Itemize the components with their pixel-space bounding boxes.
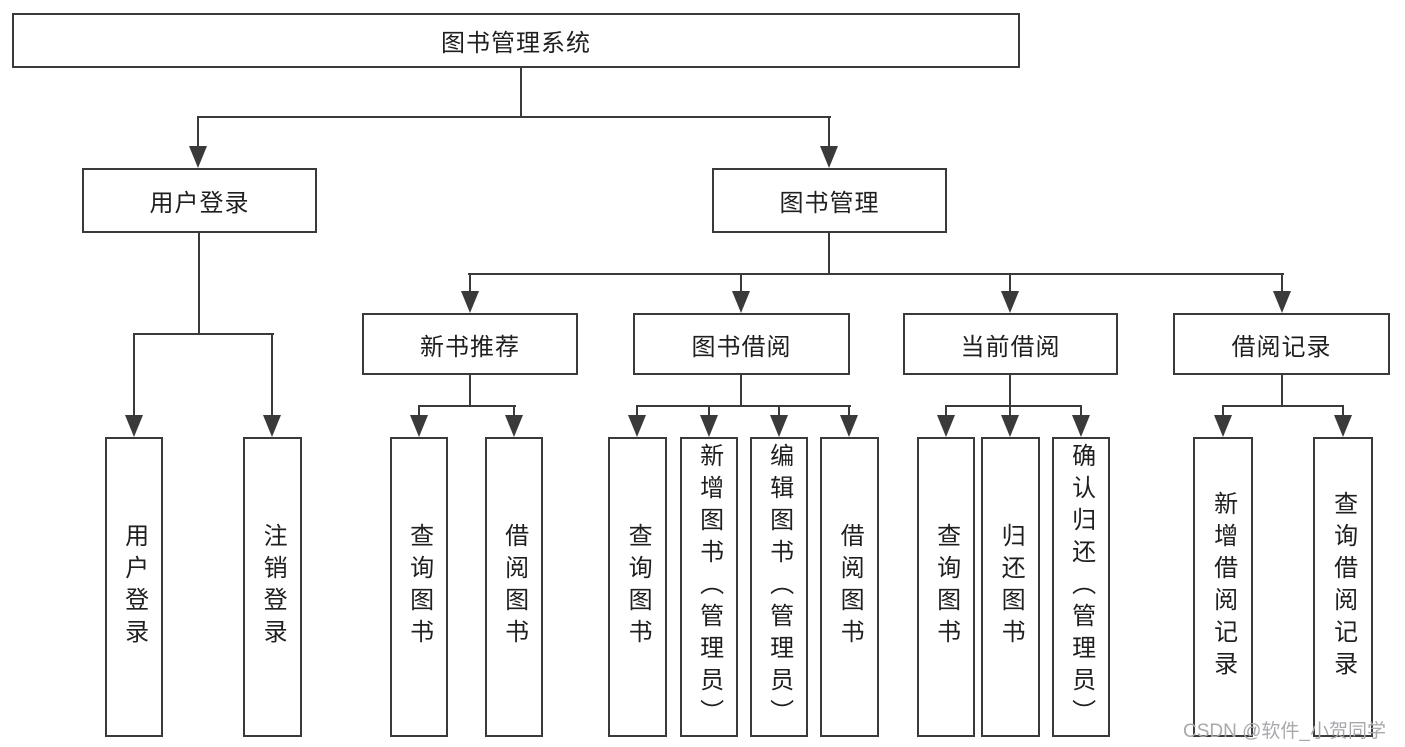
node-current-borrow: 当前借阅	[903, 313, 1118, 375]
arrowhead-icon	[410, 415, 428, 437]
arrowhead-icon	[1072, 415, 1090, 437]
node-label: 编辑图书（管理员）	[765, 443, 793, 731]
arrowhead-icon	[937, 415, 955, 437]
node-label: 查询图书	[624, 523, 652, 651]
connector-stem	[1342, 405, 1344, 419]
leaf-edit-books-admin: 编辑图书（管理员）	[750, 437, 808, 737]
node-label: 查询图书	[405, 523, 433, 651]
connector-hbar	[636, 405, 851, 407]
connector-stem	[778, 405, 780, 419]
arrowhead-icon	[1214, 415, 1232, 437]
node-book-borrow: 图书借阅	[633, 313, 850, 375]
connector-stem	[198, 233, 200, 335]
connector-stem	[828, 233, 830, 275]
leaf-query-books-borrow: 查询图书	[608, 437, 667, 737]
node-label: 查询借阅记录	[1329, 491, 1357, 683]
arrowhead-icon	[840, 415, 858, 437]
leaf-add-books-admin: 新增图书（管理员）	[680, 437, 738, 737]
node-borrow-records: 借阅记录	[1173, 313, 1390, 375]
node-label: 查询图书	[932, 523, 960, 651]
arrowhead-icon	[461, 291, 479, 313]
leaf-borrow-books-recommend: 借阅图书	[485, 437, 543, 737]
node-new-book-recommend: 新书推荐	[362, 313, 578, 375]
csdn-watermark: CSDN @软件_小贺同学	[1183, 721, 1386, 742]
connector-stem	[1009, 405, 1011, 419]
connector-stem	[1281, 273, 1283, 293]
node-label: 借阅图书	[500, 523, 528, 651]
arrowhead-icon	[820, 146, 838, 168]
connector-hbar	[1222, 405, 1344, 407]
connector-stem	[1222, 405, 1224, 419]
arrowhead-icon	[1001, 291, 1019, 313]
connector-stem	[1009, 273, 1011, 293]
arrowhead-icon	[1001, 415, 1019, 437]
leaf-borrow-books: 借阅图书	[820, 437, 879, 737]
leaf-query-borrow-record: 查询借阅记录	[1313, 437, 1373, 737]
arrowhead-icon	[1334, 415, 1352, 437]
connector-root-hbar	[197, 116, 831, 118]
connector-stem	[945, 405, 947, 419]
connector-stem	[133, 333, 135, 418]
connector-stem	[636, 405, 638, 419]
connector-stem	[1080, 405, 1082, 419]
arrowhead-icon	[1273, 291, 1291, 313]
node-label: 用户登录	[120, 523, 148, 651]
connector-stem	[418, 405, 420, 419]
connector-stem	[708, 405, 710, 419]
connector-book-mgmt-stem	[828, 116, 830, 148]
node-label: 图书借阅	[691, 333, 792, 361]
node-book-management: 图书管理	[712, 168, 947, 233]
arrowhead-icon	[125, 415, 143, 437]
node-label: 新书推荐	[420, 333, 520, 361]
connector-user-login-stem	[197, 116, 199, 148]
node-label: 新增借阅记录	[1209, 491, 1237, 683]
connector-stem	[271, 333, 273, 418]
connector-stem	[740, 375, 742, 407]
node-label: 用户登录	[149, 190, 250, 217]
node-label: 图书管理系统	[441, 30, 591, 57]
node-library-management-system: 图书管理系统	[12, 13, 1020, 68]
connector-root-stem	[520, 68, 522, 118]
connector-stem	[848, 405, 850, 419]
arrowhead-icon	[732, 291, 750, 313]
connector-stem	[740, 273, 742, 293]
leaf-confirm-return-admin: 确认归还（管理员）	[1052, 437, 1110, 737]
node-label: 图书管理	[779, 190, 880, 217]
connector-hbar	[468, 273, 1284, 275]
connector-stem	[1009, 375, 1011, 407]
arrowhead-icon	[770, 415, 788, 437]
node-label: 当前借阅	[960, 333, 1061, 361]
node-user-login: 用户登录	[82, 168, 317, 233]
connector-stem	[1281, 375, 1283, 407]
connector-hbar	[133, 333, 274, 335]
node-label: 借阅记录	[1231, 333, 1332, 361]
arrowhead-icon	[505, 415, 523, 437]
leaf-query-books-current: 查询图书	[917, 437, 975, 737]
node-label: 借阅图书	[836, 523, 864, 651]
arrowhead-icon	[628, 415, 646, 437]
connector-hbar	[418, 405, 516, 407]
arrowhead-icon	[189, 146, 207, 168]
connector-stem	[513, 405, 515, 419]
node-label: 新增图书（管理员）	[695, 443, 723, 731]
connector-hbar	[945, 405, 1082, 407]
arrowhead-icon	[263, 415, 281, 437]
node-label: 确认归还（管理员）	[1067, 443, 1095, 731]
leaf-user-login: 用户登录	[105, 437, 163, 737]
leaf-query-books-recommend: 查询图书	[390, 437, 448, 737]
leaf-logout: 注销登录	[243, 437, 302, 737]
arrowhead-icon	[700, 415, 718, 437]
connector-stem	[469, 273, 471, 293]
node-label: 注销登录	[259, 523, 287, 651]
node-label: 归还图书	[997, 523, 1025, 651]
connector-stem	[469, 375, 471, 407]
leaf-add-borrow-record: 新增借阅记录	[1193, 437, 1253, 737]
leaf-return-books: 归还图书	[981, 437, 1040, 737]
